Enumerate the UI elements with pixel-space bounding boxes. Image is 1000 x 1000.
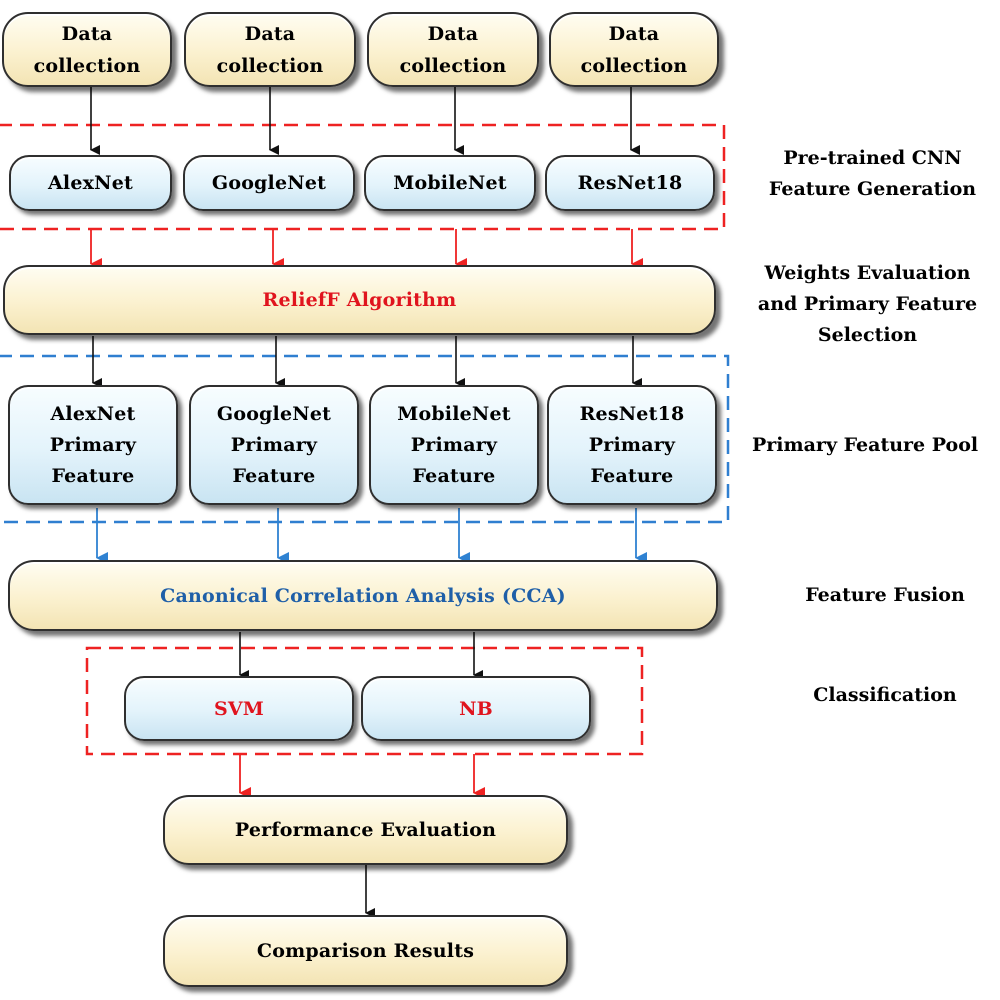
cnn-alexnet-label: AlexNet [47,172,133,194]
cnn-group-frame [0,123,726,231]
comparison-results-label: Comparison Results [256,940,475,962]
data-collection-4-label: Data collection [580,22,688,77]
cnn-mobilenet-label: MobileNet [393,172,507,194]
nb-label: NB [459,697,493,720]
cnn-googlenet-label: GoogleNet [211,172,327,194]
nb-box: NB [361,676,591,741]
comparison-results-box: Comparison Results [163,915,568,987]
resnet18-primary-feature: ResNet18 Primary Feature [547,385,717,505]
cca-box: Canonical Correlation Analysis (CCA) [8,560,718,631]
data-collection-2: Data collection [184,12,356,87]
feature-pool-frame [0,354,730,524]
classification-frame [85,646,644,756]
alexnet-primary-feature: AlexNet Primary Feature [8,385,178,505]
data-collection-3: Data collection [367,12,539,87]
mobilenet-primary-feature-label: MobileNet Primary Feature [397,402,511,487]
performance-evaluation-box: Performance Evaluation [163,795,568,865]
side-label-fusion: Feature Fusion [805,584,965,606]
cnn-resnet18-label: ResNet18 [577,172,683,194]
side-label-weights: Weights Evaluation and Primary Feature S… [757,262,978,346]
side-label-cnn-generation: Pre-trained CNN Feature Generation [768,147,977,200]
side-label-pool: Primary Feature Pool [752,434,979,456]
googlenet-primary-feature: GoogleNet Primary Feature [189,385,359,505]
mobilenet-primary-feature: MobileNet Primary Feature [369,385,539,505]
cnn-mobilenet: MobileNet [364,155,536,211]
data-collection-3-label: Data collection [399,22,507,77]
cnn-resnet18: ResNet18 [545,155,715,211]
data-collection-2-label: Data collection [216,22,324,77]
svm-box: SVM [124,676,354,741]
alexnet-primary-feature-label: AlexNet Primary Feature [49,402,137,487]
svm-label: SVM [213,697,265,720]
performance-evaluation-label: Performance Evaluation [234,819,497,841]
data-collection-4: Data collection [549,12,719,87]
cca-label: Canonical Correlation Analysis (CCA) [160,584,566,607]
relieff-algorithm-box: ReliefF Algorithm [3,265,716,335]
resnet18-primary-feature-label: ResNet18 Primary Feature [579,402,685,487]
googlenet-primary-feature-label: GoogleNet Primary Feature [216,402,332,487]
data-collection-1: Data collection [2,12,172,87]
side-label-classification: Classification [813,684,957,706]
relieff-algorithm-label: ReliefF Algorithm [262,289,457,311]
data-collection-1-label: Data collection [33,22,141,77]
cnn-googlenet: GoogleNet [183,155,355,211]
cnn-alexnet: AlexNet [9,155,172,211]
